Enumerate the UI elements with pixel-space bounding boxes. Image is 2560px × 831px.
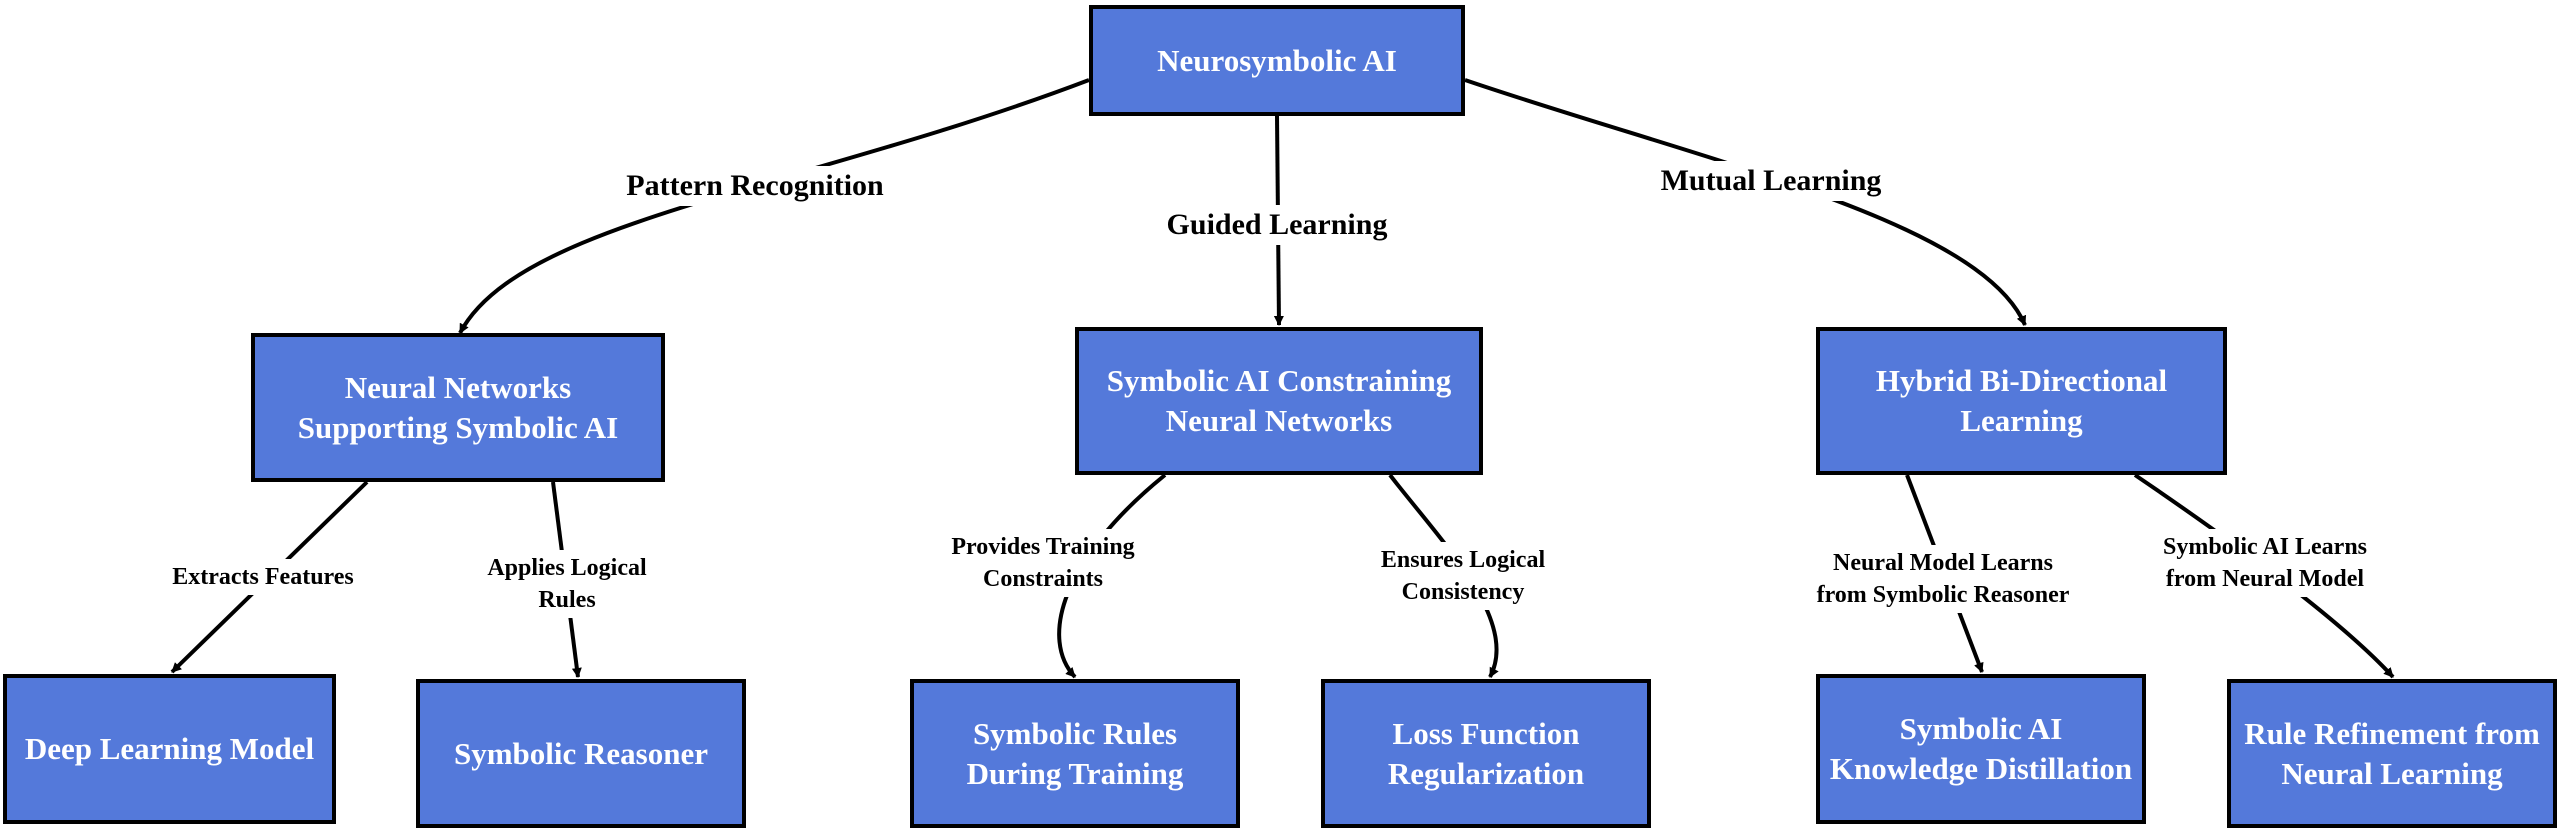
node-symbolic-rules-during-training[interactable]: Symbolic Rules During Training xyxy=(910,679,1240,828)
edge-label-guided-learning: Guided Learning xyxy=(1160,205,1394,245)
node-deep-learning-model[interactable]: Deep Learning Model xyxy=(3,674,336,824)
edge-label-ensures-logical-consistency: Ensures Logical Consistency xyxy=(1376,542,1550,610)
node-neural-networks-supporting-symbolic-ai[interactable]: Neural Networks Supporting Symbolic AI xyxy=(251,333,665,482)
edge-label-extracts-features: Extracts Features xyxy=(168,559,358,595)
edge-root-hybrid xyxy=(1464,78,2027,326)
node-neurosymbolic-ai[interactable]: Neurosymbolic AI xyxy=(1089,5,1465,116)
node-symbolic-ai-knowledge-distillation[interactable]: Symbolic AI Knowledge Distillation xyxy=(1816,674,2146,824)
edge-label-neural-model-learns: Neural Model Learns from Symbolic Reason… xyxy=(1812,545,2074,613)
edge-label-provides-training-constraints: Provides Training Constraints xyxy=(947,529,1139,597)
node-hybrid-bi-directional-learning[interactable]: Hybrid Bi-Directional Learning xyxy=(1816,327,2227,475)
edge-label-symbolic-ai-learns: Symbolic AI Learns from Neural Model xyxy=(2158,529,2372,597)
edge-root-nn xyxy=(458,78,1090,334)
node-symbolic-reasoner[interactable]: Symbolic Reasoner xyxy=(416,679,746,828)
edge-label-applies-logical-rules: Applies Logical Rules xyxy=(483,550,651,618)
edge-label-pattern-recognition: Pattern Recognition xyxy=(620,166,890,206)
node-symbolic-ai-constraining-neural-networks[interactable]: Symbolic AI Constraining Neural Networks xyxy=(1075,327,1483,475)
node-loss-function-regularization[interactable]: Loss Function Regularization xyxy=(1321,679,1651,828)
edge-label-mutual-learning: Mutual Learning xyxy=(1654,161,1888,201)
node-rule-refinement-from-neural-learning[interactable]: Rule Refinement from Neural Learning xyxy=(2227,679,2557,828)
